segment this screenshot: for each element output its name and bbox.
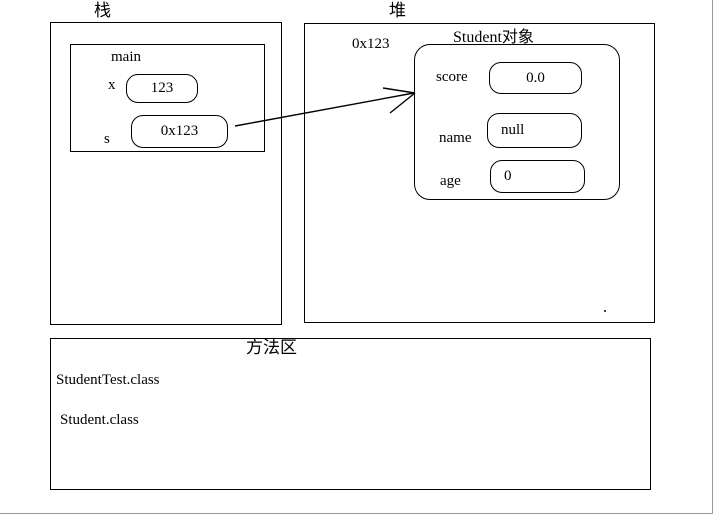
heap-field-value-name: null: [501, 122, 525, 138]
heap-field-name-age: age: [440, 173, 461, 189]
heap-address-label: 0x123: [352, 36, 390, 52]
stack-region-box: [50, 22, 282, 325]
heap-field-box-score: [489, 62, 582, 94]
method-area-entry-0: StudentTest.class: [56, 372, 160, 388]
method-area-entry-1: Student.class: [60, 412, 139, 428]
stray-dot: [604, 310, 606, 312]
stack-title: 栈: [94, 1, 111, 21]
heap-field-box-name: [487, 113, 582, 148]
stack-var-value-x: 123: [150, 80, 174, 96]
heap-object-title: Student对象: [453, 29, 534, 46]
heap-field-value-score: 0.0: [526, 69, 545, 86]
stack-var-box-s: [131, 115, 228, 148]
stack-var-name-x: x: [108, 77, 116, 93]
method-area-title: 方法区: [246, 338, 297, 358]
heap-field-name-name: name: [439, 130, 472, 146]
stack-var-name-s: s: [104, 131, 110, 147]
stack-frame-label: main: [111, 49, 141, 65]
stack-var-box-x: [126, 74, 198, 103]
heap-title: 堆: [389, 1, 406, 21]
stack-var-value-s: 0x123: [160, 123, 199, 139]
heap-region-box: [304, 23, 655, 323]
heap-field-box-age: [490, 160, 585, 193]
heap-student-object-box: [414, 44, 620, 200]
heap-field-value-age: 0: [504, 168, 512, 184]
heap-field-name-score: score: [436, 69, 468, 85]
method-area-box: [50, 338, 651, 490]
